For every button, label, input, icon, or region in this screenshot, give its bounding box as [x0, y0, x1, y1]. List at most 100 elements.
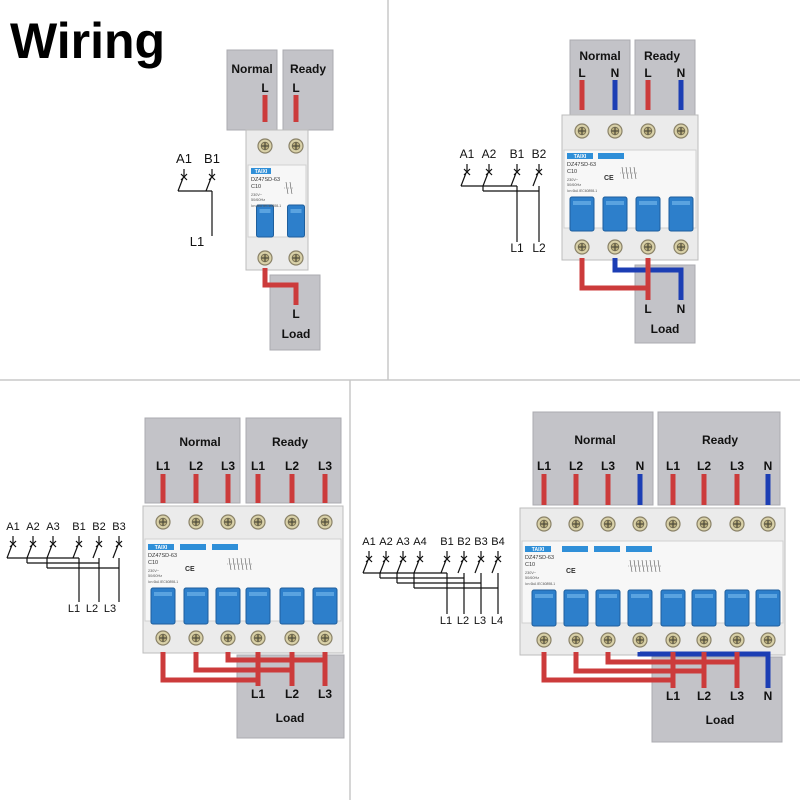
terminal-screw-top-icon — [673, 123, 689, 139]
breaker-handle — [150, 587, 176, 625]
switch-input-label: A1 — [176, 151, 192, 166]
brand-label: TAIXI — [155, 545, 168, 551]
switch-blade-icon — [457, 559, 464, 574]
terminal-screw-bottom-icon — [673, 239, 689, 255]
load-terminal-label: L — [292, 307, 299, 321]
switch-output-label: L1 — [510, 241, 524, 255]
ready-terminal-label: L — [644, 66, 651, 80]
terminal-screw-top-icon — [284, 514, 300, 530]
load-box — [634, 264, 696, 344]
model-label: DZ47SD-63 — [148, 553, 177, 559]
brand-label: TAIXI — [532, 547, 545, 553]
breaker-handle-highlight — [535, 594, 553, 598]
terminal-screw-top-icon — [729, 516, 745, 532]
breaker-handle-highlight — [639, 201, 657, 205]
terminal-screw-top-icon — [760, 516, 776, 532]
standard-label: Icn 6kA IEC60898-1 — [251, 204, 281, 208]
switch-blade-icon — [379, 559, 386, 574]
standard-label: Icn 6kA IEC60898-1 — [567, 189, 597, 193]
ready-terminal-label: N — [677, 66, 686, 80]
terminal-screw-top-icon — [188, 514, 204, 530]
terminal-screw-top-icon — [220, 514, 236, 530]
terminal-screw-bottom-icon — [288, 250, 304, 266]
switch-blade-icon — [460, 172, 467, 187]
breaker-handle — [279, 587, 305, 625]
normal-terminal-label: L2 — [569, 459, 583, 473]
switch-input-label: B1 — [440, 536, 453, 548]
normal-terminal-label: N — [611, 66, 620, 80]
ready-supply-box — [657, 411, 781, 506]
switch-input-label: A3 — [46, 521, 59, 533]
switch-output-label: L2 — [86, 603, 98, 615]
terminal-screw-bottom-icon — [600, 632, 616, 648]
ready-terminal-label: L2 — [697, 459, 711, 473]
blue-tag — [594, 546, 620, 552]
load-label: Load — [706, 713, 735, 727]
brand-label: TAIXI — [255, 169, 268, 175]
brand-label: TAIXI — [574, 154, 587, 160]
switch-output-label: L4 — [491, 615, 503, 627]
terminal-screw-bottom-icon — [220, 630, 236, 646]
terminal-screw-bottom-icon — [284, 630, 300, 646]
model-label: DZ47SD-63 — [251, 177, 280, 183]
voltage-label: 230V~ — [567, 178, 579, 182]
breaker-handle-highlight — [664, 594, 682, 598]
breaker-handle-highlight — [672, 201, 690, 205]
normal-terminal-label: L1 — [156, 459, 170, 473]
frequency-label: 50/60Hz — [148, 574, 162, 578]
load-terminal-label: L2 — [285, 687, 299, 701]
breaker-handle — [312, 587, 338, 625]
ready-supply-box — [282, 49, 334, 131]
terminal-screw-top-icon — [257, 138, 273, 154]
blue-tag — [180, 544, 206, 550]
switch-blade-icon — [72, 544, 79, 559]
breaker-handle-highlight — [599, 594, 617, 598]
normal-terminal-label: L1 — [537, 459, 551, 473]
ready-terminal-label: N — [764, 459, 773, 473]
switch-input-label: A2 — [482, 147, 497, 161]
breaker-handle — [660, 589, 686, 627]
switch-input-label: A1 — [460, 147, 475, 161]
switch-input-label: A4 — [413, 536, 426, 548]
normal-terminal-label: L3 — [221, 459, 235, 473]
normal-supply-box — [532, 411, 654, 506]
ce-mark-icon: CE — [604, 175, 614, 182]
switch-output-label: L2 — [532, 241, 546, 255]
breaker-handle-highlight — [759, 594, 777, 598]
breaker-handle — [531, 589, 557, 627]
breaker-handle-highlight — [695, 594, 713, 598]
switch-blade-icon — [92, 544, 99, 559]
voltage-label: 230V~ — [251, 193, 263, 197]
terminal-screw-bottom-icon — [188, 630, 204, 646]
ready-terminal-label: L3 — [318, 459, 332, 473]
switch-input-label: A1 — [362, 536, 375, 548]
terminal-screw-bottom-icon — [640, 239, 656, 255]
switch-blade-icon — [46, 544, 53, 559]
ready-label: Ready — [290, 62, 326, 76]
blue-tag — [626, 546, 652, 552]
breaker-handle-highlight — [316, 592, 334, 596]
switch-blade-icon — [26, 544, 33, 559]
breaker-handle — [245, 587, 271, 625]
terminal-screw-top-icon — [607, 123, 623, 139]
ce-mark-icon: CE — [185, 566, 195, 573]
switch-blade-icon — [6, 544, 13, 559]
load-label: Load — [651, 322, 680, 336]
load-label: Load — [276, 711, 305, 725]
rating-label: C10 — [251, 184, 261, 190]
terminal-screw-bottom-icon — [760, 632, 776, 648]
ready-terminal-label: L — [292, 81, 299, 95]
breaker-handle — [183, 587, 209, 625]
ready-terminal-label: L3 — [730, 459, 744, 473]
terminal-screw-bottom-icon — [536, 632, 552, 648]
terminal-screw-bottom-icon — [665, 632, 681, 648]
switch-blade-icon — [474, 559, 481, 574]
switch-blade-icon — [205, 177, 212, 192]
switch-blade-icon — [396, 559, 403, 574]
load-terminal-label: L3 — [318, 687, 332, 701]
switch-input-label: A2 — [26, 521, 39, 533]
terminal-screw-bottom-icon — [568, 632, 584, 648]
switch-input-label: B1 — [204, 151, 220, 166]
switch-input-label: A2 — [379, 536, 392, 548]
terminal-screw-bottom-icon — [250, 630, 266, 646]
